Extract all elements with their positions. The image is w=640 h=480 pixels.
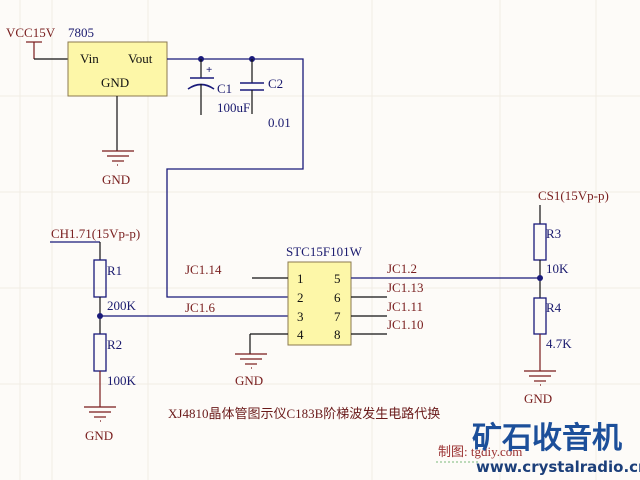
mcu-pin-2: 2 (297, 290, 304, 305)
schematic-title: XJ4810晶体管图示仪C183B阶梯波发生电路代换 (168, 406, 440, 421)
vcc-power-port (26, 41, 42, 59)
drawing-credit: 制图: tgdiy.com (438, 444, 522, 459)
resistor-r3[interactable] (533, 223, 547, 261)
net-label-jc1-2: JC1.2 (387, 261, 417, 276)
ground-symbol-mcu (235, 353, 267, 369)
resistor-r1[interactable] (93, 259, 107, 298)
c1-polarity-mark: + (206, 64, 212, 76)
mcu-stc15f101w[interactable] (287, 261, 352, 346)
resistor-r2[interactable] (93, 333, 107, 372)
regulator-part-label: 7805 (68, 25, 94, 40)
regulator-7805[interactable] (67, 41, 168, 97)
mcu-pin-8: 8 (334, 327, 341, 342)
c2-value: 0.01 (268, 115, 291, 130)
watermark-url: www.crystalradio.cn (476, 458, 640, 476)
watermark-brand: 矿石收音机 (472, 421, 622, 456)
net-label-jc1-14: JC1.14 (185, 262, 222, 277)
resistor-r4[interactable] (533, 297, 547, 335)
r2-value: 100K (107, 373, 137, 388)
r3-value: 10K (546, 261, 569, 276)
ground-label-right: GND (524, 391, 552, 406)
r1-name: R1 (107, 263, 122, 278)
capacitor-c2[interactable] (240, 59, 264, 114)
mcu-pin-4: 4 (297, 327, 304, 342)
net-label-jc1-13: JC1.13 (387, 280, 423, 295)
ground-symbol-left (84, 406, 116, 422)
regulator-pin-gnd: GND (101, 75, 129, 90)
c1-value: 100uF (217, 100, 250, 115)
net-label-jc1-10: JC1.10 (387, 317, 423, 332)
ground-symbol-right (524, 370, 556, 386)
c2-name: C2 (268, 76, 283, 91)
r1-value: 200K (107, 298, 137, 313)
r2-name: R2 (107, 337, 122, 352)
r4-name: R4 (546, 300, 562, 315)
mcu-pin-6: 6 (334, 290, 341, 305)
ground-label-mcu: GND (235, 373, 263, 388)
r3-name: R3 (546, 226, 561, 241)
mcu-pin-5: 5 (334, 271, 341, 286)
mcu-pin-7: 7 (334, 309, 341, 324)
regulator-pin-vin: Vin (80, 51, 99, 66)
mcu-part-label: STC15F101W (286, 244, 363, 259)
ground-symbol-regulator (102, 150, 134, 166)
ch1-net-label: CH1.71(15Vp-p) (51, 226, 140, 241)
net-label-jc1-6: JC1.6 (185, 300, 215, 315)
net-label-jc1-11: JC1.11 (387, 299, 423, 314)
cs1-net-label: CS1(15Vp-p) (538, 188, 609, 203)
ground-label-regulator: GND (102, 172, 130, 187)
wire-vcc5-rail (166, 58, 304, 298)
capacitor-c1[interactable] (187, 59, 215, 115)
regulator-pin-vout: Vout (128, 51, 153, 66)
junction-right-divider (537, 275, 543, 281)
r4-value: 4.7K (546, 336, 572, 351)
mcu-pin-3: 3 (297, 309, 304, 324)
ground-label-left: GND (85, 428, 113, 443)
vcc-label: VCC15V (6, 25, 56, 40)
mcu-pin-1: 1 (297, 271, 304, 286)
c1-name: C1 (217, 81, 232, 96)
